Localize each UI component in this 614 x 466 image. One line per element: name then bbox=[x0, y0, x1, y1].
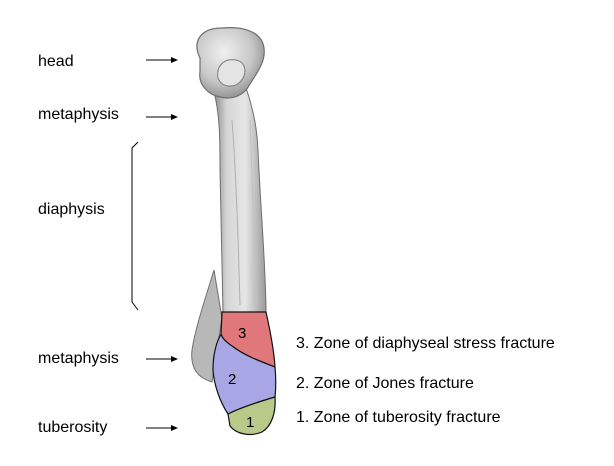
zone-3-label: 3. Zone of diaphyseal stress fracture bbox=[296, 335, 555, 352]
label-metaphysis-proximal: metaphysis bbox=[38, 106, 119, 123]
label-tuberosity: tuberosity bbox=[38, 419, 108, 436]
label-diaphysis: diaphysis bbox=[38, 201, 105, 218]
zone-1-region bbox=[227, 396, 276, 436]
head-condyle bbox=[217, 59, 246, 87]
shaft-texture-2 bbox=[249, 119, 258, 306]
label-head: head bbox=[38, 53, 74, 70]
zone-1-number: 1 bbox=[246, 414, 254, 431]
label-metaphysis-distal: metaphysis bbox=[38, 350, 119, 367]
zone-2-number: 2 bbox=[228, 371, 236, 388]
zone-1-label: 1. Zone of tuberosity fracture bbox=[296, 409, 501, 426]
zone-2-label: 2. Zone of Jones fracture bbox=[296, 375, 474, 392]
shaft-texture bbox=[231, 119, 241, 306]
bone-shaft bbox=[213, 87, 267, 313]
diaphysis-bracket bbox=[131, 141, 139, 311]
zone-3-number: 3 bbox=[238, 325, 246, 342]
